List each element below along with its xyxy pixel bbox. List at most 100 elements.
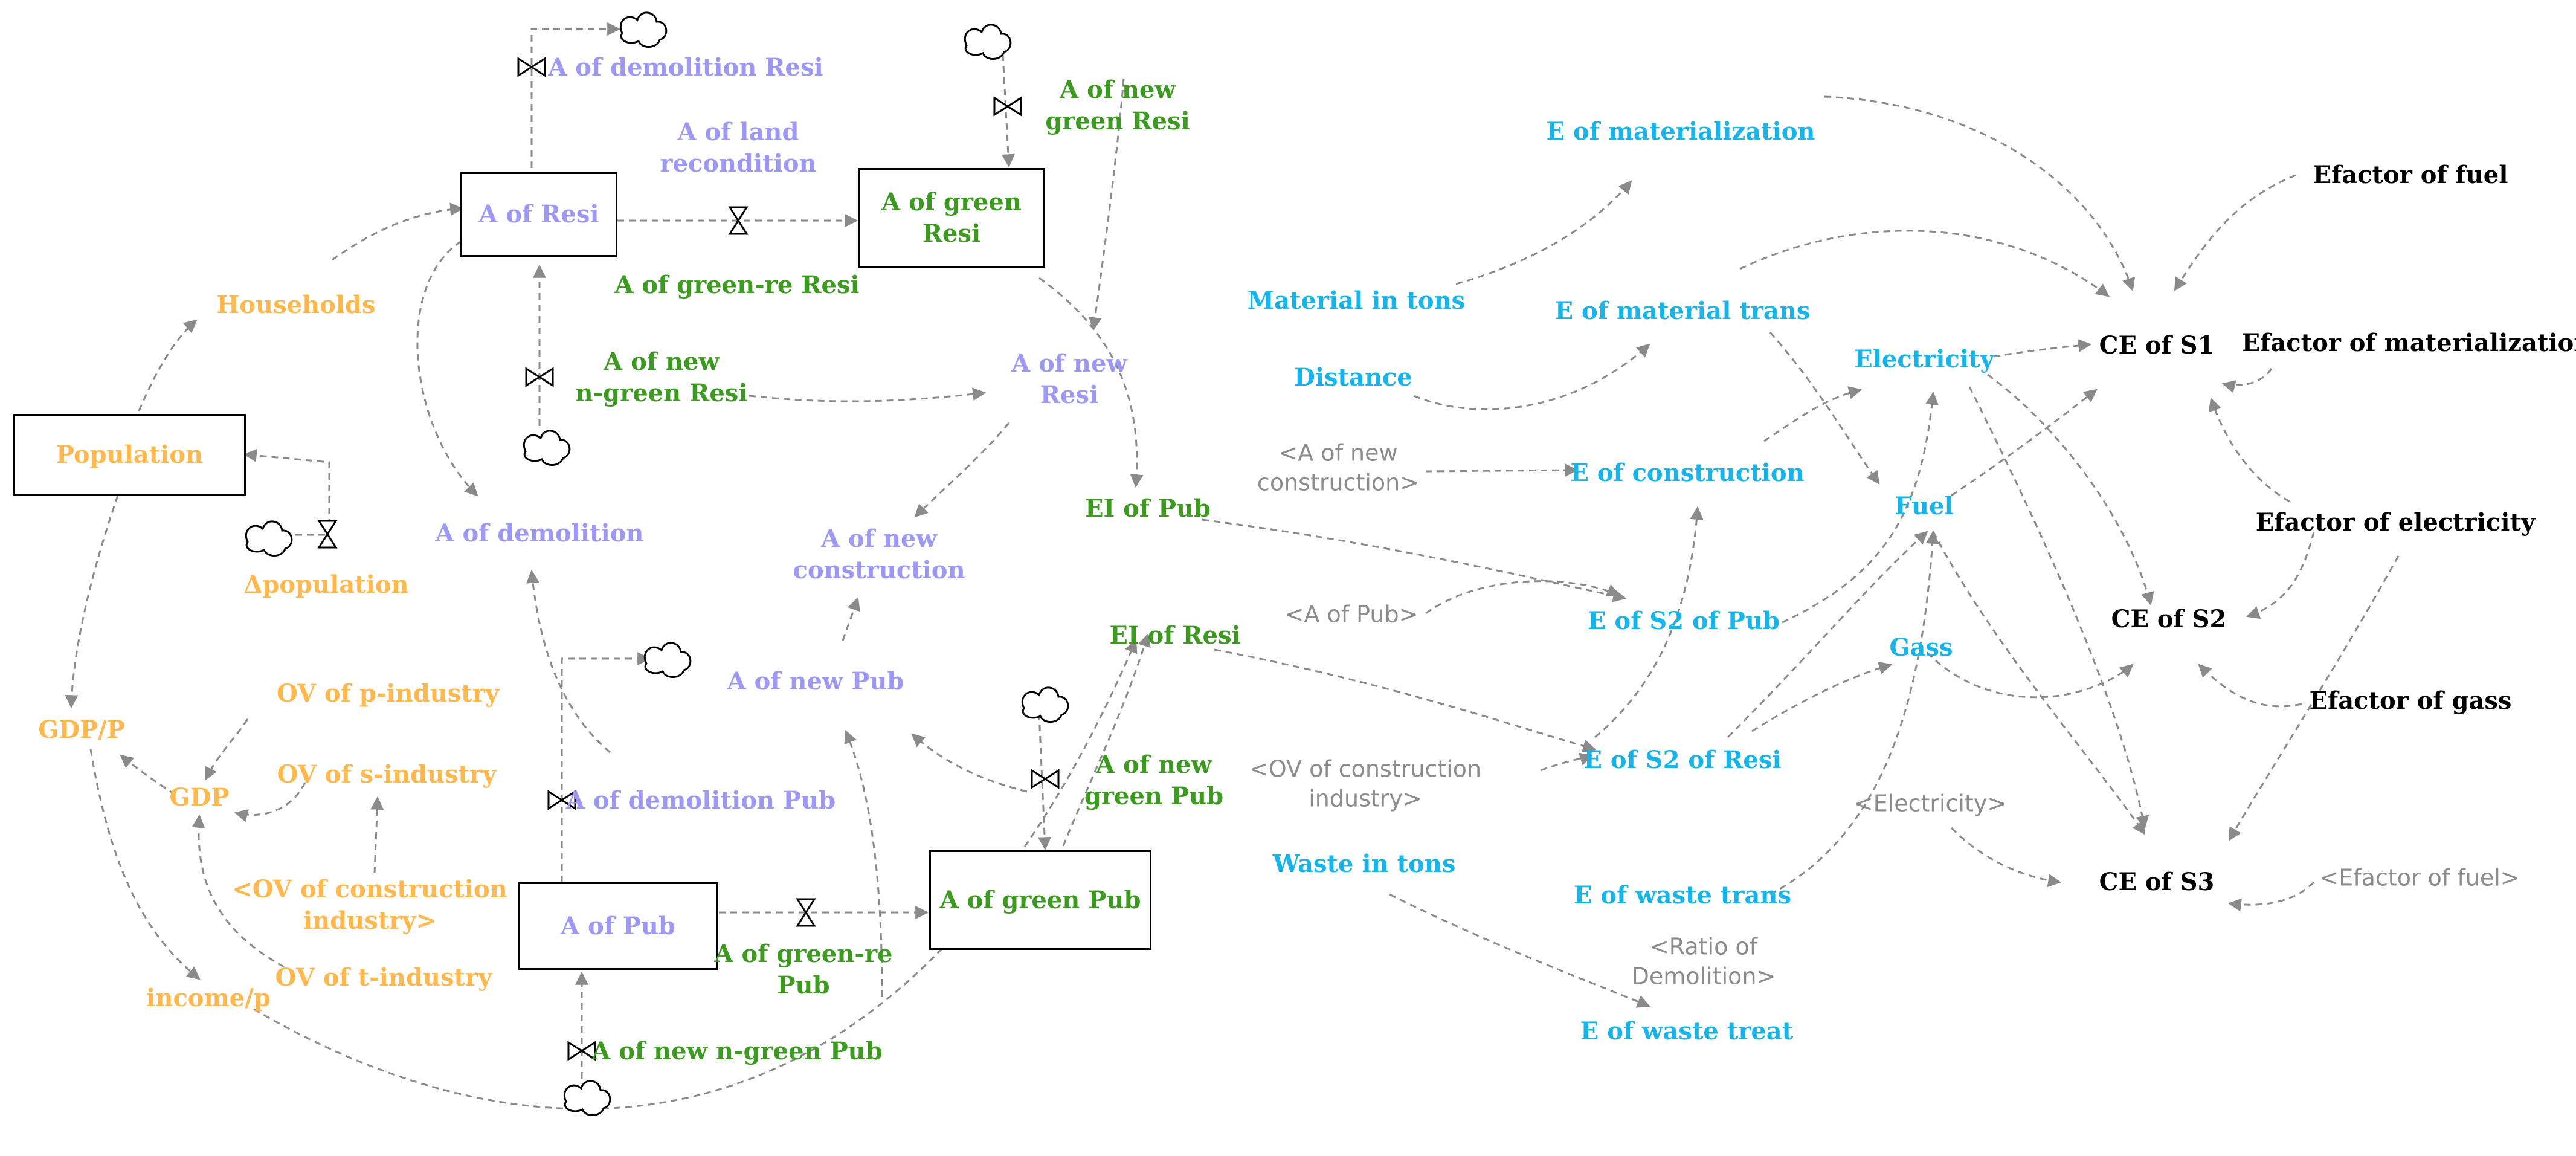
var-gdp-per-p[interactable]: GDP/P [38,715,125,744]
stock-a-of-pub[interactable]: A of Pub [518,882,718,970]
var-efactor-of-gass[interactable]: Efactor of gass [2309,686,2512,715]
link-e-of-s2-of-resi-gass [1751,661,1893,732]
valve-new-green-pub [1031,769,1060,789]
var-a-of-demolition-pub[interactable]: A of demolition Pub [565,786,836,815]
stock-a-of-green-pub[interactable]: A of green Pub [929,850,1151,950]
var-ei-of-resi[interactable]: EI of Resi [1109,621,1241,650]
var-material-in-tons[interactable]: Material in tons [1247,286,1466,315]
var-a-of-new-n-green-pub[interactable]: A of new n-green Pub [591,1037,883,1065]
var-electricity[interactable]: Electricity [1854,345,1994,373]
link-green-resi-ei-of-pub [1038,277,1144,488]
var-ov-of-t-industry[interactable]: OV of t-industry [275,963,492,992]
link-ov-t-industry-gdp [192,814,285,968]
link-households-a-of-resi [332,202,464,261]
var-households[interactable]: Households [216,291,376,319]
var-a-of-demolition[interactable]: A of demolition [435,519,644,547]
link-e-of-s2-of-resi-e-of-construction [1594,506,1704,738]
link-ei-of-resi-e-of-s2-of-resi [1214,648,1597,753]
stock-a-of-resi[interactable]: A of Resi [460,172,617,257]
var-waste-in-tons[interactable]: Waste in tons [1272,850,1456,878]
link-delta-population-population [243,448,330,526]
var-e-of-waste-trans[interactable]: E of waste trans [1573,881,1792,909]
stock-a-of-green-resi[interactable]: A of green Resi [858,168,1045,268]
var-shadow-a-of-new-construction[interactable]: <A of new construction> [1257,439,1420,496]
valve-demolition-pub [547,790,576,810]
link-distance-e-of-material-trans [1413,343,1650,410]
var-ov-of-p-industry[interactable]: OV of p-industry [276,679,500,708]
link-ei-of-pub-e-of-s2-of-pub [1202,518,1627,602]
var-e-of-construction[interactable]: E of construction [1570,459,1805,487]
var-distance[interactable]: Distance [1294,363,1412,392]
var-gass[interactable]: Gass [1889,633,1953,662]
stock-population-label: Population [56,440,204,469]
var-ei-of-pub[interactable]: EI of Pub [1084,494,1211,523]
var-shadow-ov-of-construction-industry[interactable]: <OV of construction industry> [1249,755,1482,812]
stock-a-of-resi-label: A of Resi [478,200,599,228]
link-new-resi-new-construction [914,422,1010,518]
link-green-pub-new-pub [911,733,1028,793]
link-efactor-gass-ce-of-s2 [2198,664,2302,708]
link-e-of-materialization-ce-of-s1 [1824,95,2136,292]
link-efactor-materialization-ce-of-s1 [2221,368,2273,393]
valve-delta-population [317,520,338,549]
var-shadow-efactor-of-fuel[interactable]: <Efactor of fuel> [2319,864,2520,891]
link-ov-s-industry-gdp [234,782,306,822]
var-e-of-materialization[interactable]: E of materialization [1546,117,1815,146]
var-e-of-s2-of-pub[interactable]: E of S2 of Pub [1588,607,1780,635]
link-income-ei-of-resi [253,639,1138,1110]
flow-new-green-resi [1001,54,1015,168]
var-ce-of-s2[interactable]: CE of S2 [2111,605,2227,633]
link-ov-construction-gdp [370,796,384,874]
link-electricity-ce-of-s3 [1968,386,2149,830]
stock-population[interactable]: Population [13,414,246,496]
var-efactor-of-materialization[interactable]: Efactor of materialization [2241,329,2576,357]
var-delta-population[interactable]: Δpopulation [243,570,409,599]
var-ov-of-construction-industry[interactable]: <OV of construction industry> [232,875,507,935]
var-shadow-a-of-pub[interactable]: <A of Pub> [1284,601,1418,628]
var-fuel[interactable]: Fuel [1895,492,1954,520]
link-e-of-construction-electricity [1763,386,1863,442]
var-a-of-land-recondition[interactable]: A of land recondition [660,118,817,178]
var-efactor-of-fuel[interactable]: Efactor of fuel [2313,161,2508,189]
var-a-of-new-resi[interactable]: A of new Resi [1011,349,1127,409]
link-new-n-green-resi-new-resi [749,387,987,402]
link-shadow-efactor-fuel-ce-of-s3 [2227,881,2315,912]
var-ce-of-s3[interactable]: CE of S3 [2099,868,2215,896]
stock-a-of-green-resi-label: A of green Resi [881,187,1022,248]
var-ce-of-s1[interactable]: CE of S1 [2099,331,2215,360]
var-ov-of-s-industry[interactable]: OV of s-industry [277,760,497,789]
var-a-of-new-green-resi[interactable]: A of new green Resi [1045,76,1190,135]
valve-new-green-resi [993,96,1022,117]
link-green-re-pub-new-pub [844,729,883,998]
var-a-of-new-pub[interactable]: A of new Pub [727,667,904,696]
var-e-of-material-trans[interactable]: E of material trans [1554,297,1811,325]
link-fuel-ce-of-s3 [1932,531,2146,835]
stock-a-of-green-pub-label: A of green Pub [939,885,1141,914]
var-shadow-electricity[interactable]: <Electricity> [1853,790,2007,817]
link-a-of-resi-a-of-demolition [416,234,478,497]
var-shadow-ratio-of-demolition[interactable]: <Ratio of Demolition> [1631,933,1776,990]
var-a-of-new-green-pub[interactable]: A of new green Pub [1084,751,1224,810]
var-a-of-green-re-pub[interactable]: A of green-re Pub [714,940,893,999]
var-efactor-of-electricity[interactable]: Efactor of electricity [2255,508,2536,537]
stock-a-of-pub-label: A of Pub [561,911,675,940]
var-a-of-demolition-resi[interactable]: A of demolition Resi [548,53,823,82]
var-e-of-waste-treat[interactable]: E of waste treat [1580,1017,1794,1045]
cloud-icon [964,24,1012,60]
link-efactor-electricity-ce-of-s1 [2208,397,2290,503]
var-income-per-p[interactable]: income/p [146,984,271,1012]
link-gdp-per-p-income [89,749,201,980]
cloud-icon [619,11,668,48]
link-electricity-ce-of-s2 [1987,373,2154,606]
var-a-of-green-re-resi[interactable]: A of green-re Resi [614,271,860,299]
var-e-of-s2-of-resi[interactable]: E of S2 of Resi [1583,746,1782,774]
link-fuel-ce-of-s1 [1951,389,2098,497]
link-ov-construction-e-of-s2-of-resi [1540,752,1594,772]
valve-new-n-green-resi [525,367,554,387]
var-a-of-new-construction[interactable]: A of new construction [793,525,965,584]
var-a-of-new-n-green-resi[interactable]: A of new n-green Resi [575,347,748,407]
var-gdp[interactable]: GDP [169,783,230,812]
cloud-icon [523,430,571,466]
